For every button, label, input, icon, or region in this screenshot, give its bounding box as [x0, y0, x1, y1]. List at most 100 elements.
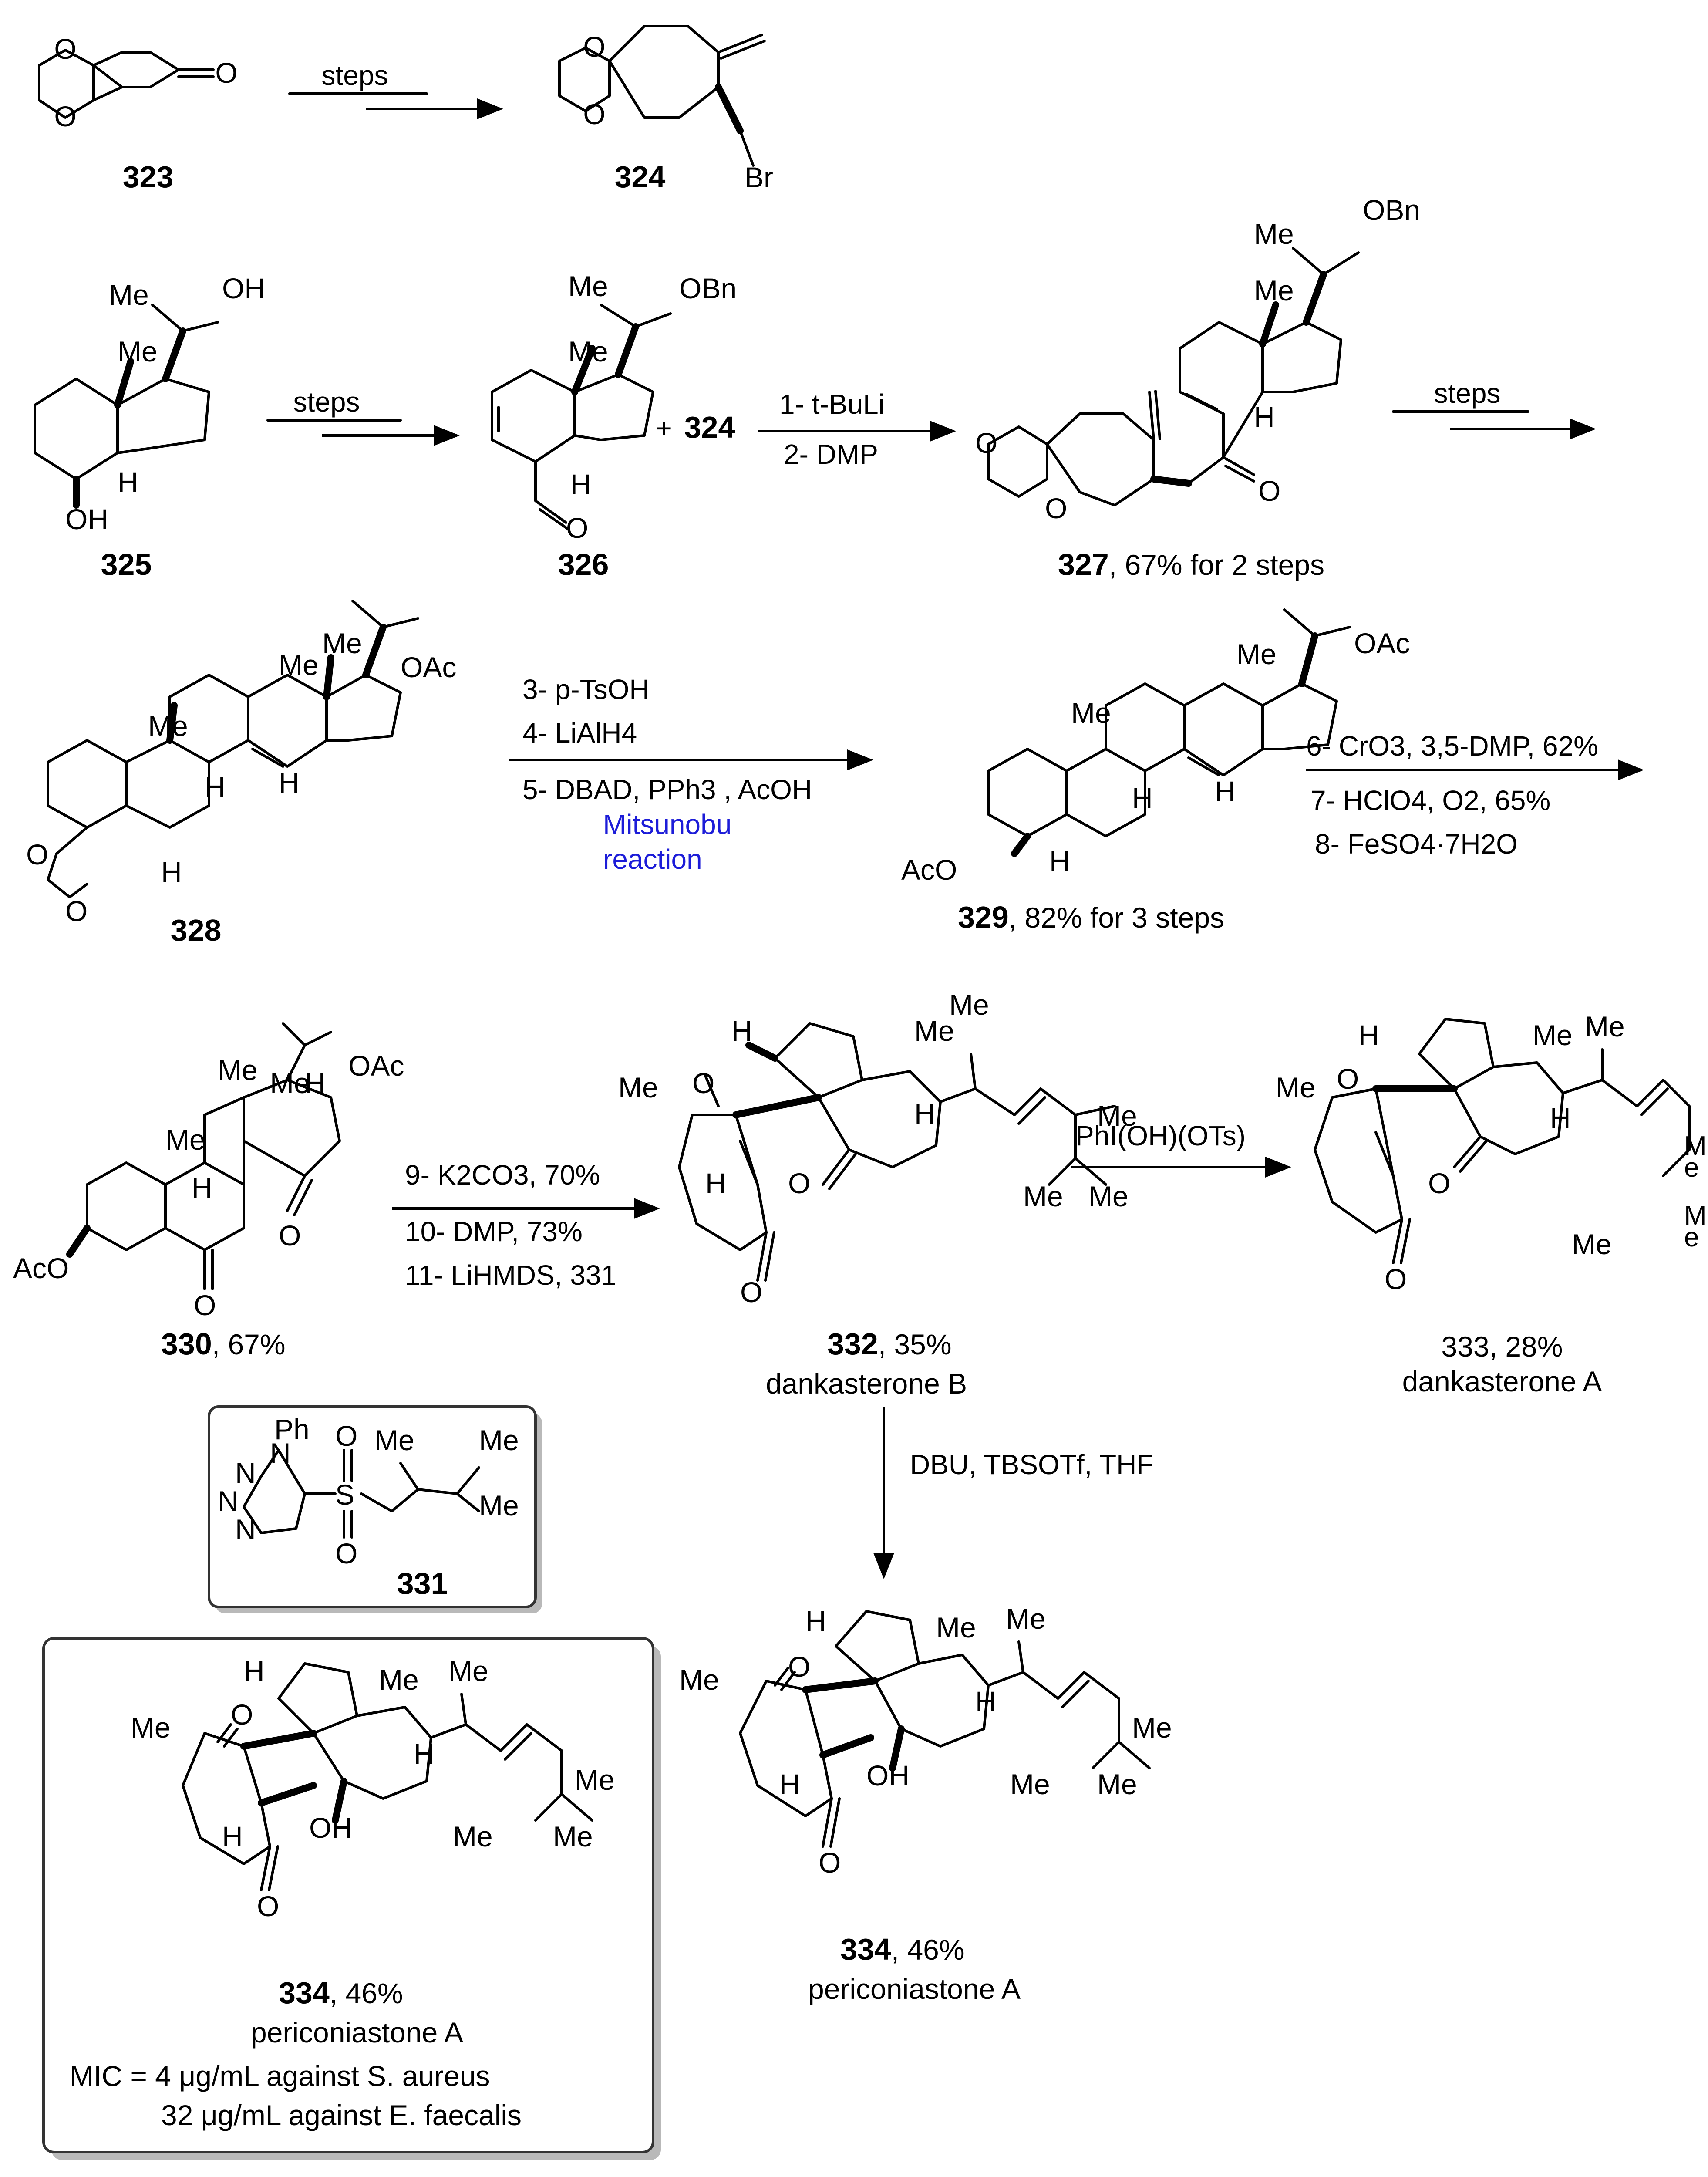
atom-h: H — [222, 1820, 243, 1853]
atom-me: Me — [448, 1655, 488, 1687]
atom-me: Me — [1097, 1768, 1137, 1800]
atom-me: Me — [1006, 1603, 1046, 1635]
atom-me: Me — [568, 335, 608, 368]
atom-o: O — [335, 1537, 357, 1569]
atom-h: H — [1049, 845, 1070, 877]
atom-h: H — [705, 1167, 726, 1199]
svg-text:M: M — [1684, 1201, 1707, 1231]
atom-me: Me — [1010, 1768, 1050, 1800]
atom-me: Me — [118, 335, 158, 368]
svg-text:e: e — [1684, 1222, 1699, 1252]
atom-me: Me — [148, 710, 188, 742]
condition-steps: steps — [322, 60, 388, 91]
atom-h: H — [805, 1605, 826, 1637]
mic-line-2: 32 μg/mL against E. faecalis — [161, 2099, 522, 2131]
atom-o: O — [566, 512, 588, 544]
atom-br: Br — [745, 161, 773, 193]
atom-h: H — [1132, 782, 1153, 814]
name-dankasterone-b: dankasterone B — [766, 1367, 967, 1400]
atom-me: Me — [1254, 218, 1294, 250]
label-326: 326 — [558, 547, 609, 581]
atom-o: O — [819, 1846, 841, 1879]
atom-o: O — [257, 1890, 279, 1922]
atom-me: Me — [575, 1764, 615, 1796]
condition-mitsunobu: Mitsunobu — [603, 809, 731, 840]
atom-oh: OH — [866, 1759, 910, 1792]
atom-me: Me — [1533, 1019, 1573, 1051]
atom-h: H — [279, 766, 300, 799]
atom-me: Me — [949, 989, 989, 1021]
atom-o: O — [583, 98, 605, 130]
atom-me: Me — [279, 649, 319, 681]
atom-h: H — [192, 1171, 212, 1204]
label-334: 334, 46% — [840, 1932, 965, 1966]
label-325: 325 — [101, 547, 152, 581]
atom-o: O — [215, 57, 237, 89]
atom-me: Me — [479, 1424, 519, 1456]
plus-sign: + — [656, 412, 672, 444]
condition-silyl: DBU, TBSOTf, THF — [910, 1449, 1153, 1480]
atom-h: H — [1358, 1019, 1379, 1051]
atom-oac: OAc — [1354, 627, 1410, 659]
atom-o: O — [788, 1650, 810, 1683]
atom-n: N — [270, 1437, 291, 1469]
atom-me: Me — [679, 1664, 719, 1696]
compound-333: H Me Me Me O O O H Me M e M e 333, 28% d… — [1276, 1010, 1707, 1397]
condition-r7: 7- HClO4, O2, 65% — [1310, 785, 1550, 816]
periconiastone-box: H Me Me Me O OH H O H Me Me Me 334, 46% … — [42, 1637, 661, 2160]
atom-h: H — [570, 468, 591, 500]
atom-o: O — [740, 1276, 762, 1308]
atom-me: Me — [270, 1067, 310, 1099]
atom-o: O — [65, 895, 88, 927]
atom-n: N — [235, 1513, 256, 1546]
atom-o: O — [231, 1698, 253, 1731]
condition-steps: steps — [293, 386, 360, 418]
atom-n: N — [218, 1485, 239, 1517]
atom-me: Me — [914, 1015, 954, 1047]
label-328: 328 — [171, 913, 222, 947]
atom-me: Me — [453, 1820, 493, 1853]
atom-obn: OBn — [1363, 194, 1420, 226]
atom-h: H — [731, 1015, 752, 1047]
atom-h: H — [779, 1768, 800, 1800]
atom-o: O — [1045, 492, 1067, 524]
atom-h: H — [414, 1738, 435, 1770]
condition-hypervalent: PhI(OH)(OTs) — [1075, 1120, 1246, 1151]
atom-o: O — [279, 1219, 301, 1252]
atom-me: Me — [1097, 1100, 1137, 1132]
atom-oh: OH — [309, 1812, 352, 1844]
condition-r10: 10- DMP, 73% — [405, 1216, 583, 1247]
atom-oh: OH — [222, 272, 265, 304]
condition-r9: 9- K2CO3, 70% — [405, 1159, 600, 1191]
compound-327: O O O Me Me OBn H 327, 67% for 2 steps — [975, 194, 1420, 581]
label-324-reagent: 324 — [684, 410, 735, 444]
label-333: 333, 28% — [1442, 1330, 1563, 1363]
label-324: 324 — [615, 160, 666, 194]
atom-me: Me — [568, 270, 608, 302]
atom-me: Me — [165, 1124, 205, 1156]
compound-328: Me Me Me OAc H H H O O 328 — [26, 600, 456, 947]
atom-obn: OBn — [679, 272, 737, 304]
atom-me: Me — [131, 1711, 171, 1744]
name-periconiastone-a: periconiastone A — [808, 1973, 1021, 2005]
atom-me: Me — [322, 627, 362, 659]
atom-oh: OH — [65, 503, 108, 535]
compound-325: Me Me OH OH H 325 — [34, 272, 265, 581]
atom-me: Me — [1254, 274, 1294, 307]
atom-o: O — [335, 1420, 357, 1452]
atom-me: Me — [1088, 1180, 1129, 1212]
name-dankasterone-a: dankasterone A — [1402, 1365, 1602, 1397]
atom-o: O — [54, 33, 76, 65]
atom-me: Me — [479, 1489, 519, 1522]
atom-h: H — [244, 1655, 265, 1687]
atom-h: H — [914, 1097, 935, 1130]
atom-o: O — [1258, 475, 1280, 507]
atom-o: O — [1428, 1167, 1450, 1199]
label-327: 327, 67% for 2 steps — [1058, 547, 1324, 581]
label-329: 329, 82% for 3 steps — [958, 900, 1224, 934]
atom-h: H — [118, 466, 138, 498]
compound-332: H Me Me Me O O O H H Me Me Me 332, 35% d… — [618, 989, 1137, 1400]
reagent-331-box: Ph N N N N S O O Me Me Me 331 — [208, 1405, 542, 1613]
mic-line-1: MIC = 4 μg/mL against S. aureus — [70, 2060, 490, 2092]
atom-n: N — [235, 1457, 256, 1489]
